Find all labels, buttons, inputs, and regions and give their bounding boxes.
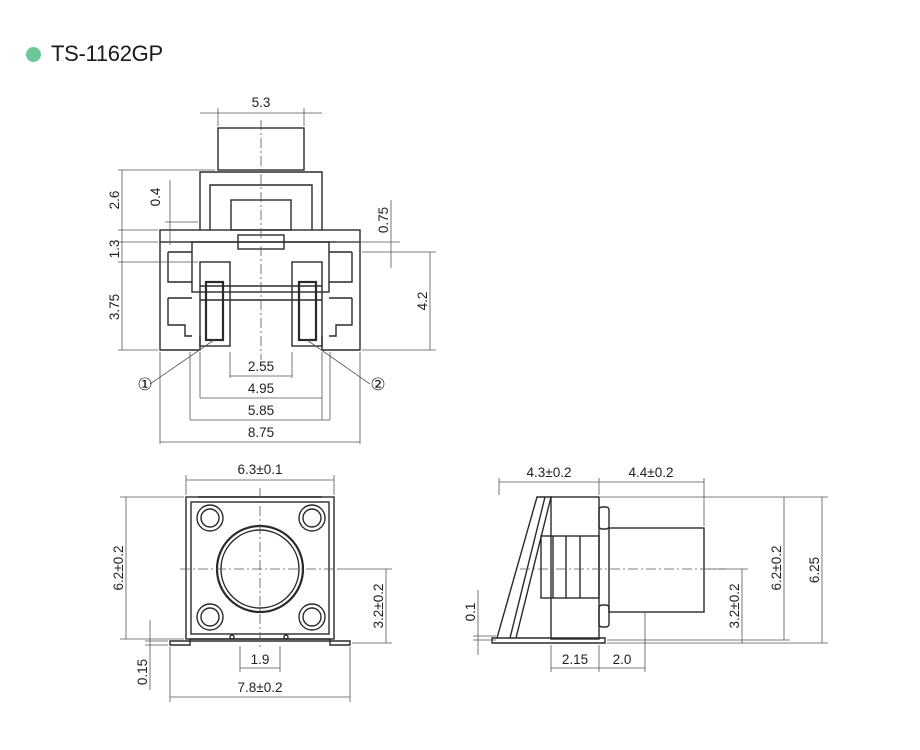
corner-hole	[196, 504, 224, 532]
dim-2-15: 2.15	[562, 652, 588, 667]
dim-4-4: 4.4±0.2	[629, 465, 674, 480]
dim-4-2: 4.2	[415, 292, 430, 311]
cover-plate	[159, 229, 361, 243]
lug-left-outer	[159, 242, 201, 351]
actuator-inner	[209, 184, 313, 230]
dim-width-6-3: 6.3±0.1	[238, 462, 283, 477]
front-base	[169, 638, 351, 646]
actuator-frame	[199, 171, 323, 230]
top-view: 5.3 2.6 0.4 1.3 3.75 0.75 4.2	[107, 95, 436, 444]
front-view: 6.3±0.1 6.2±0.2 0.15 3.2±0.2 1.9 7.8±0.2	[111, 462, 392, 702]
side-view: 4.3±0.2 4.4±0.2 0.1 2.15 2.0 3.2±0.2 6.2…	[463, 465, 828, 672]
dim-2-55: 2.55	[248, 359, 274, 374]
lug-left-inner	[167, 251, 192, 337]
pin-label-1: ①	[137, 375, 152, 394]
dim-width-top: 5.3	[252, 95, 271, 110]
switch-body	[191, 241, 330, 293]
dim-5-85: 5.85	[248, 403, 274, 418]
dim-4-95: 4.95	[248, 381, 274, 396]
dim-0-4: 0.4	[148, 187, 163, 206]
dim-side-6-25: 6.25	[807, 557, 822, 583]
dim-0-15: 0.15	[135, 659, 150, 685]
lug-right-outer	[321, 242, 361, 351]
dim-0-1: 0.1	[463, 603, 478, 622]
dim-1-3: 1.3	[107, 240, 122, 259]
side-base	[491, 637, 606, 644]
dim-2-6: 2.6	[107, 191, 122, 210]
dim-side-6-2: 6.2±0.2	[769, 546, 784, 591]
pin-right	[291, 261, 323, 347]
side-actuator	[608, 527, 705, 613]
pin-label-2: ②	[370, 375, 385, 394]
dim-8-75: 8.75	[248, 425, 274, 440]
title-row: TS-1162GP	[26, 41, 163, 67]
dim-3-75: 3.75	[107, 294, 122, 320]
dim-offset-3-2: 3.2±0.2	[371, 584, 386, 629]
side-body	[550, 496, 600, 640]
side-leg	[496, 496, 552, 639]
green-bullet-icon	[26, 46, 41, 62]
lug-right-inner	[329, 251, 353, 337]
dim-4-3: 4.3±0.2	[527, 465, 572, 480]
dim-height-6-2: 6.2±0.2	[111, 546, 126, 591]
dim-base-7-8: 7.8±0.2	[238, 680, 283, 695]
page-title: TS-1162GP	[51, 41, 163, 66]
pin-left	[199, 261, 231, 347]
dim-side-3-2: 3.2±0.2	[727, 584, 742, 629]
dim-0-75: 0.75	[376, 207, 391, 233]
dim-pitch-1-9: 1.9	[251, 652, 270, 667]
dim-2-0: 2.0	[613, 652, 632, 667]
